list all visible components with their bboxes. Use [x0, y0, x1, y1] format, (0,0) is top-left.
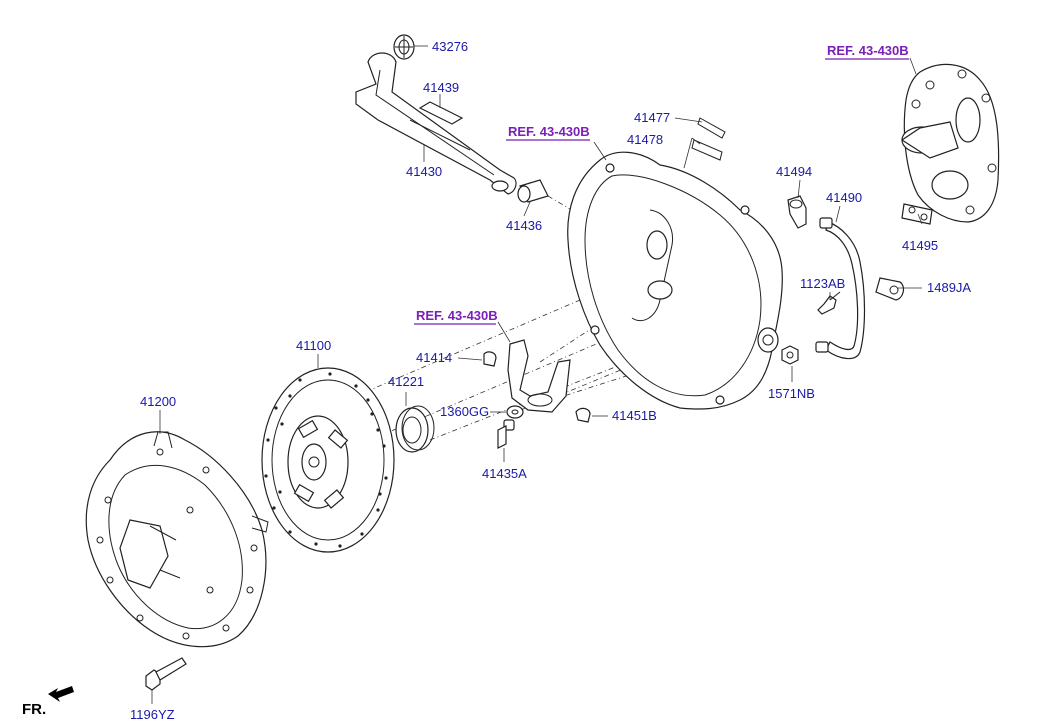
fitting-part-41494	[787, 195, 807, 229]
clutch-cover-part-41200	[85, 431, 269, 648]
label-41436: 41436	[506, 218, 542, 233]
bolt-part-1196YZ	[145, 657, 187, 691]
label-41451B: 41451B	[612, 408, 657, 423]
release-bearing-part-41221	[395, 405, 435, 453]
bolt-part-41435A	[497, 419, 515, 449]
label-41494: 41494	[776, 164, 812, 179]
clutch-housing	[567, 151, 783, 410]
boot-part-43276	[393, 34, 415, 60]
clamp-part-1489JA	[875, 277, 905, 301]
reference-labels: REF. 43-430B REF. 43-430B REF. 43-430B	[414, 43, 909, 325]
ref-label-cover: REF. 43-430B	[827, 43, 909, 58]
label-1360GG: 1360GG	[440, 404, 489, 419]
label-41495: 41495	[902, 238, 938, 253]
transmission-front-cover	[900, 63, 1000, 223]
front-direction-indicator	[48, 686, 74, 702]
ref-label-fork: REF. 43-430B	[416, 308, 498, 323]
leader-lines	[151, 45, 923, 704]
part-labels: 43276 41439 41430 41436 41477 41478 4149…	[130, 39, 971, 722]
label-41100: 41100	[296, 338, 331, 353]
label-1196YZ: 1196YZ	[130, 707, 175, 722]
bolt-part-1123AB	[817, 291, 841, 315]
lever-shaft-part-41430	[355, 52, 517, 195]
label-1571NB: 1571NB	[768, 386, 815, 401]
spring-part-41451B	[575, 407, 591, 423]
label-1123AB: 1123AB	[800, 276, 845, 291]
label-41200: 41200	[140, 394, 176, 409]
bushing-part-41436	[517, 179, 549, 203]
label-41435A: 41435A	[482, 466, 527, 481]
ref-label-housing: REF. 43-430B	[508, 124, 590, 139]
clip-parts-41477-41478	[691, 117, 726, 161]
label-1489JA: 1489JA	[927, 280, 971, 295]
front-direction-label: FR.	[22, 701, 46, 718]
arrow-icon	[48, 686, 74, 702]
label-41478: 41478	[627, 132, 663, 147]
bracket-part-41495	[901, 203, 933, 225]
pad-part-41439	[418, 101, 464, 125]
clip-part-41414	[483, 351, 497, 367]
label-41430: 41430	[406, 164, 442, 179]
label-41414: 41414	[416, 350, 452, 365]
label-41490: 41490	[826, 190, 862, 205]
label-41477: 41477	[634, 110, 670, 125]
label-41221: 41221	[388, 374, 424, 389]
nut-part-1571NB	[781, 345, 799, 365]
washer-part-1360GG	[506, 405, 524, 419]
label-43276: 43276	[432, 39, 468, 54]
disc-rivet-pattern	[264, 372, 388, 548]
hose-part-41490	[815, 217, 866, 360]
label-41439: 41439	[423, 80, 459, 95]
clutch-disc-part-41100	[261, 367, 395, 553]
release-fork	[507, 339, 571, 413]
